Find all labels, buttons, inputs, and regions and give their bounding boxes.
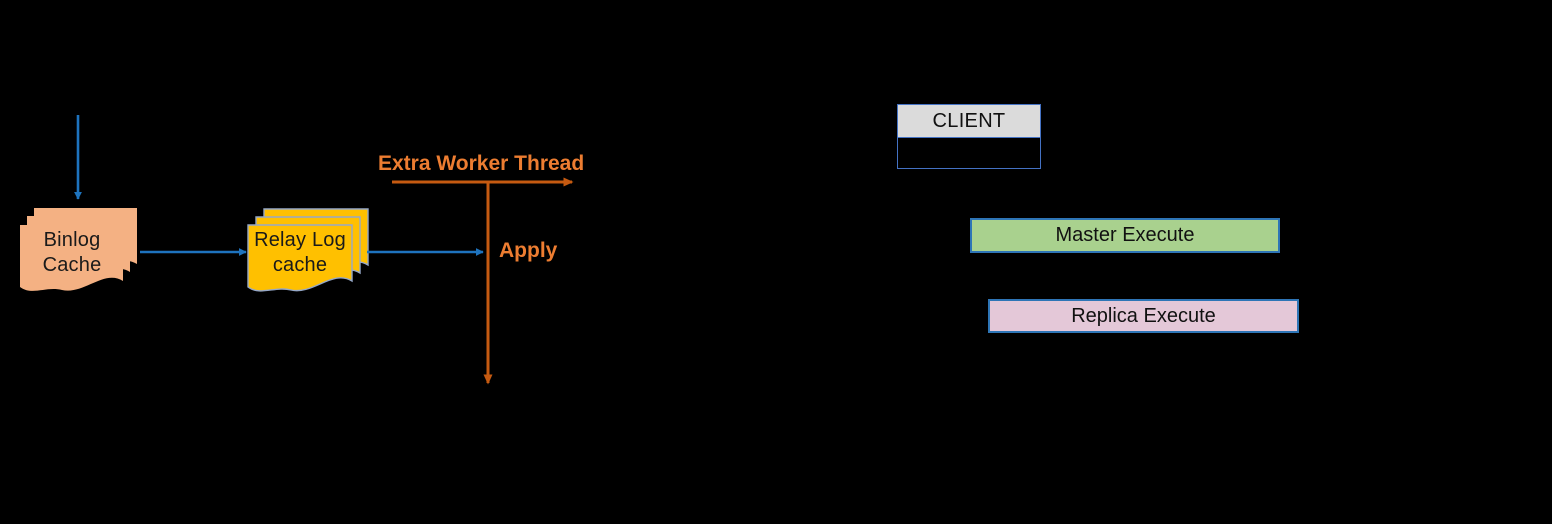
- replica-execute-label: Replica Execute: [1071, 304, 1216, 327]
- client-empty-cell: [898, 138, 1040, 168]
- extra-worker-thread-label: Extra Worker Thread: [378, 152, 585, 175]
- master-execute-label: Master Execute: [1055, 224, 1195, 246]
- relay-log-cache-label: Relay Log cache: [254, 229, 346, 276]
- master-execute-box: Master Execute: [970, 218, 1280, 253]
- relay-log-cache-node: [247, 208, 369, 292]
- apply-label: Apply: [499, 239, 558, 262]
- binlog-cache-label: Binlog Cache: [42, 229, 102, 276]
- client-header-cell: CLIENT: [898, 105, 1040, 138]
- replica-execute-box: Replica Execute: [988, 299, 1299, 333]
- binlog-cache-node: [20, 208, 137, 291]
- client-box: CLIENT: [897, 104, 1041, 169]
